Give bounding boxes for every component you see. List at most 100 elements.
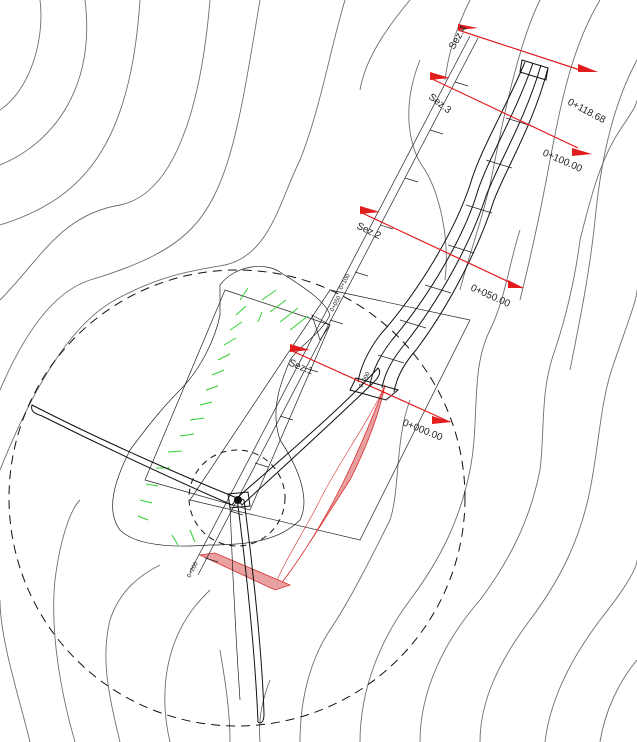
contour-line	[408, 59, 447, 281]
section-line-3	[429, 77, 579, 149]
contour-line	[0, 0, 42, 111]
alignment-tick	[304, 367, 319, 373]
chainage-label: 0+118.68	[566, 97, 608, 126]
contour-line	[0, 599, 31, 742]
hatch-line	[257, 311, 263, 323]
road-edge	[369, 62, 534, 386]
hatch-line	[205, 385, 219, 391]
contour-line	[219, 649, 231, 742]
section-arrow	[508, 280, 524, 288]
hatch-line	[279, 307, 299, 323]
hatch-line	[137, 515, 149, 521]
hatch-line	[229, 321, 243, 331]
contour-line	[164, 589, 211, 742]
contour-line	[0, 0, 211, 301]
contour-line	[419, 99, 637, 742]
section-arrow	[578, 64, 598, 72]
working-area-rectangle	[189, 289, 471, 541]
slope-hatching	[137, 287, 309, 546]
fill-hatching	[198, 384, 386, 591]
rotor-exclusion-circle	[8, 269, 466, 727]
inner-dashed-circle	[188, 449, 286, 547]
section-lines	[289, 24, 598, 424]
road-edge	[357, 61, 526, 383]
alignment-tick	[229, 510, 244, 516]
road-junction	[349, 377, 400, 401]
section-arrow	[432, 416, 452, 424]
contour-line	[0, 0, 88, 166]
fill-area-lower	[198, 552, 292, 591]
section-arrow	[430, 72, 450, 80]
wedge-shape	[311, 314, 331, 341]
contour-line	[359, 0, 411, 91]
contour-line	[259, 679, 271, 742]
contour-line	[359, 229, 521, 742]
section-line-2	[359, 211, 523, 289]
hatch-line	[145, 483, 159, 487]
road-crossline	[485, 159, 513, 169]
alignment-tick	[254, 462, 269, 468]
road-crossline	[447, 244, 475, 254]
section-arrow	[290, 344, 310, 352]
road-crossline	[465, 204, 493, 214]
section-label: Sez.4	[447, 23, 470, 51]
crane-platform	[112, 266, 471, 547]
hatch-line	[289, 315, 309, 331]
contour-line	[519, 0, 601, 301]
road-crossline	[399, 319, 427, 329]
hatch-line	[239, 287, 249, 301]
turbine-hub-center	[234, 496, 242, 504]
road-end-block	[519, 59, 549, 81]
contour-line	[544, 559, 637, 742]
contour-line	[299, 399, 411, 742]
alignment-tick-label: 0+200	[186, 561, 200, 579]
hatch-line	[139, 499, 153, 504]
section-label: Sez.1	[287, 358, 315, 378]
fill-area-edge	[274, 384, 386, 586]
alignment-tick	[429, 129, 444, 135]
contour-line	[0, 0, 141, 226]
contour-line	[0, 0, 346, 471]
hatch-line	[217, 353, 231, 361]
hatch-line	[223, 337, 237, 346]
road-crossline	[377, 354, 405, 364]
alignment-tick	[204, 557, 219, 563]
alignment-tick	[279, 415, 294, 421]
turbine-hub	[227, 491, 251, 509]
contour-line	[479, 289, 637, 742]
platform-rectangle	[144, 289, 331, 511]
turbine-blade-right	[236, 367, 381, 506]
alignment-tick	[379, 224, 394, 230]
hatch-line	[189, 529, 196, 543]
alignment-tick-label: 0+100	[338, 273, 352, 291]
section-arrow	[572, 148, 592, 156]
alignment-tick	[354, 271, 369, 277]
contour-line	[53, 499, 81, 742]
road-edge	[393, 67, 549, 393]
turbine-blade-down	[236, 497, 265, 724]
road-crossline	[424, 284, 452, 294]
contour-line	[0, 0, 261, 391]
hatch-line	[171, 534, 179, 546]
alignment-axis	[189, 35, 471, 573]
hatch-line	[167, 450, 183, 453]
contour-line	[569, 59, 637, 371]
hatch-line	[199, 401, 213, 406]
turbine-blade-left	[31, 404, 238, 506]
hatch-line	[179, 433, 195, 437]
turbine-blade-outline	[229, 504, 241, 701]
alignment-tick	[404, 177, 419, 183]
contour-line	[444, 0, 471, 81]
fill-area-main	[279, 384, 386, 586]
platform-outline	[112, 266, 331, 547]
alignment-tick	[329, 319, 344, 325]
alignment-line	[189, 35, 479, 576]
section-label: Sez.2	[355, 221, 383, 242]
section-line-4	[457, 29, 581, 71]
contour-line	[105, 564, 161, 742]
wind-turbine	[31, 367, 381, 724]
hatch-line	[261, 289, 277, 301]
hatch-line	[269, 299, 287, 313]
